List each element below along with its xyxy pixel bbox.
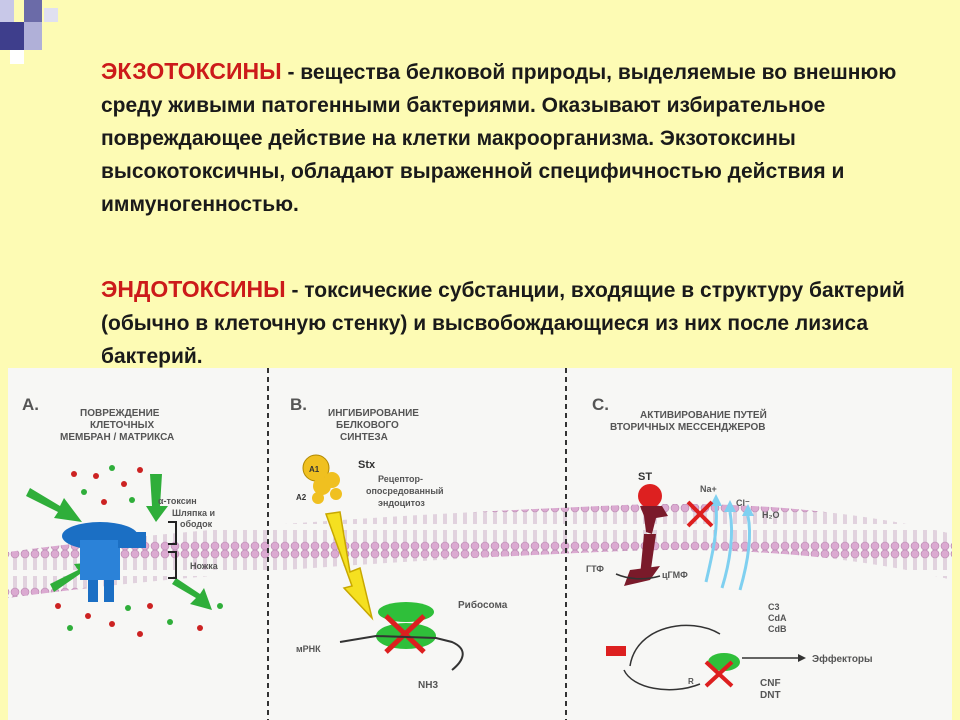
panel-a-title-line: КЛЕТОЧНЫХ <box>90 420 154 431</box>
st-receptor <box>624 484 668 586</box>
panel-c-title-line: ВТОРИЧНЫХ МЕССЕНДЖЕРОВ <box>610 422 766 433</box>
panel-b-letter: B. <box>290 395 307 414</box>
corner-square-decoration <box>44 8 58 22</box>
panel-b-title-line: БЕЛКОВОГО <box>336 420 399 431</box>
panel-a-title-line: ПОВРЕЖДЕНИЕ <box>80 408 160 419</box>
panel-c-letter: C. <box>592 395 609 414</box>
alpha-toxin-pore <box>62 522 146 602</box>
ion-flux-arrowheads <box>710 494 754 516</box>
panel-b-title-line: СИНТЕЗА <box>340 432 388 443</box>
label-na: Na+ <box>700 484 717 494</box>
exotoxins-definition: - вещества белковой природы, выделяемые … <box>101 61 897 216</box>
label-alpha-toxin: α-токсин <box>158 496 197 506</box>
label-stx: Stx <box>358 459 376 471</box>
label-a2: A2 <box>296 493 307 502</box>
endotoxins-paragraph: ЭНДОТОКСИНЫ - токсические субстанции, вх… <box>101 273 921 373</box>
inhibition-cross <box>384 614 426 654</box>
label-nh3: NH3 <box>418 680 438 691</box>
label-receptor: эндоцитоз <box>378 498 425 508</box>
corner-square-decoration <box>0 22 24 50</box>
endotoxins-term: ЭНДОТОКСИНЫ <box>101 276 286 302</box>
rho-gtpase-active <box>708 653 740 671</box>
label-receptor: опосредованный <box>366 486 444 496</box>
toxin-mechanisms-figure: A. ПОВРЕЖДЕНИЕ КЛЕТОЧНЫХ МЕМБРАН / МАТРИ… <box>0 366 960 720</box>
label-cap-rim: Шляпка и <box>172 508 215 518</box>
label-mrna: мРНК <box>296 644 321 654</box>
label-gtp: ГТФ <box>586 564 604 574</box>
exotoxins-term: ЭКЗОТОКСИНЫ <box>101 58 282 84</box>
endotoxins-definition: - токсические субстанции, входящие в стр… <box>101 279 905 368</box>
panel-c-title-line: АКТИВИРОВАНИЕ ПУТЕЙ <box>640 408 767 421</box>
label-effectors: Эффекторы <box>812 653 873 665</box>
toxin-bracket <box>168 521 177 545</box>
panel-a-title-line: МЕМБРАН / МАТРИКСА <box>60 432 174 443</box>
endocytosis-arrow <box>324 511 374 621</box>
panel-b-title-line: ИНГИБИРОВАНИЕ <box>328 408 419 419</box>
gtp-cgmp-arrow <box>615 573 661 580</box>
label-toxin-cda: CdA <box>768 613 787 623</box>
ion-flux-arrows <box>704 505 752 591</box>
effector-arrowhead <box>798 654 806 662</box>
ion-block-cross <box>686 500 714 528</box>
label-cl: Cl⁻ <box>736 498 750 508</box>
toxin-particles <box>55 465 223 637</box>
stem-bracket <box>168 551 177 579</box>
label-cap-rim: ободок <box>180 519 213 529</box>
label-cgmp: цГМФ <box>662 570 688 580</box>
cycle-block-cross <box>704 660 734 688</box>
corner-square-decoration <box>0 0 14 22</box>
corner-square-decoration <box>10 50 24 64</box>
rho-gtpase-inactive <box>606 646 626 656</box>
label-r: R <box>688 677 694 686</box>
label-stem: Ножка <box>190 561 219 571</box>
panel-a-letter: A. <box>22 395 39 414</box>
mrna-strand <box>339 634 464 671</box>
corner-square-decoration <box>24 22 42 50</box>
label-receptor: Рецептор- <box>378 474 423 484</box>
shiga-toxin <box>302 454 342 504</box>
label-h2o: H₂O <box>762 510 780 520</box>
label-toxin-c3: C3 <box>768 602 780 612</box>
label-a1: A1 <box>309 465 320 474</box>
label-ribosome: Рибосома <box>458 599 508 611</box>
signaling-cycle <box>623 624 721 691</box>
label-toxin-cdb: CdB <box>768 624 787 634</box>
label-cnf: CNF <box>760 678 781 689</box>
corner-square-decoration <box>24 0 42 22</box>
exotoxins-paragraph: ЭКЗОТОКСИНЫ - вещества белковой природы,… <box>101 55 921 221</box>
toxin-mechanisms-diagram: A. ПОВРЕЖДЕНИЕ КЛЕТОЧНЫХ МЕМБРАН / МАТРИ… <box>8 368 952 720</box>
label-dnt: DNT <box>760 690 781 701</box>
label-st: ST <box>638 471 652 483</box>
